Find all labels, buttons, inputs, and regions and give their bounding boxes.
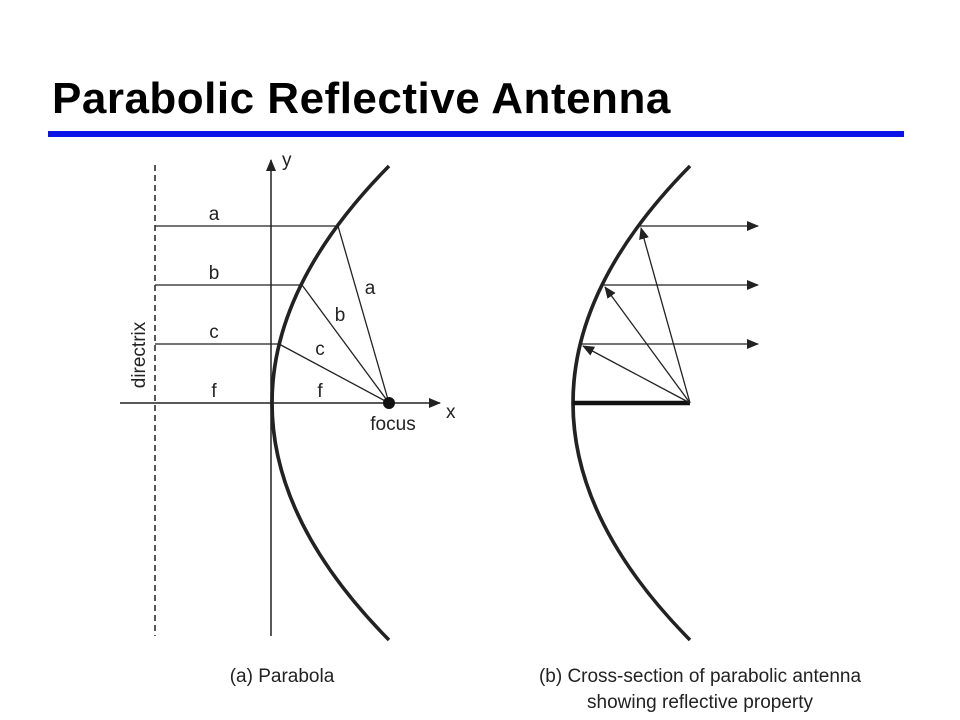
focus-label: focus [370, 414, 415, 435]
caption-a: (a) Parabola [230, 666, 335, 687]
ray-in-1 [582, 345, 691, 404]
focus-line-a [337, 225, 390, 404]
parabola-figure: directrix y x focus a b c f a b c f (a) … [120, 150, 456, 687]
caption-b-line1: (b) Cross-section of parabolic antenna [539, 666, 862, 687]
left-label-f: f [211, 381, 217, 402]
ray-in-3 [639, 227, 691, 404]
parabola-curve [270, 164, 391, 642]
right-label-c: c [315, 339, 325, 360]
left-label-c: c [209, 322, 219, 343]
y-axis-label: y [282, 150, 292, 171]
left-label-a: a [209, 204, 220, 225]
focus-line-c [278, 343, 390, 404]
slide-title: Parabolic Reflective Antenna [52, 74, 671, 123]
focus-line-b [301, 284, 390, 404]
x-axis-label: x [446, 402, 456, 423]
title-underline [48, 131, 904, 137]
caption-b-line2: showing reflective property [587, 692, 813, 713]
directrix-label: directrix [129, 321, 150, 388]
right-label-a: a [365, 278, 376, 299]
left-label-b: b [209, 263, 220, 284]
right-label-b: b [335, 305, 346, 326]
focus-point [383, 397, 395, 409]
antenna-figure: (b) Cross-section of parabolic antenna s… [539, 164, 862, 713]
ray-in-2 [604, 286, 691, 404]
right-label-f: f [317, 381, 323, 402]
